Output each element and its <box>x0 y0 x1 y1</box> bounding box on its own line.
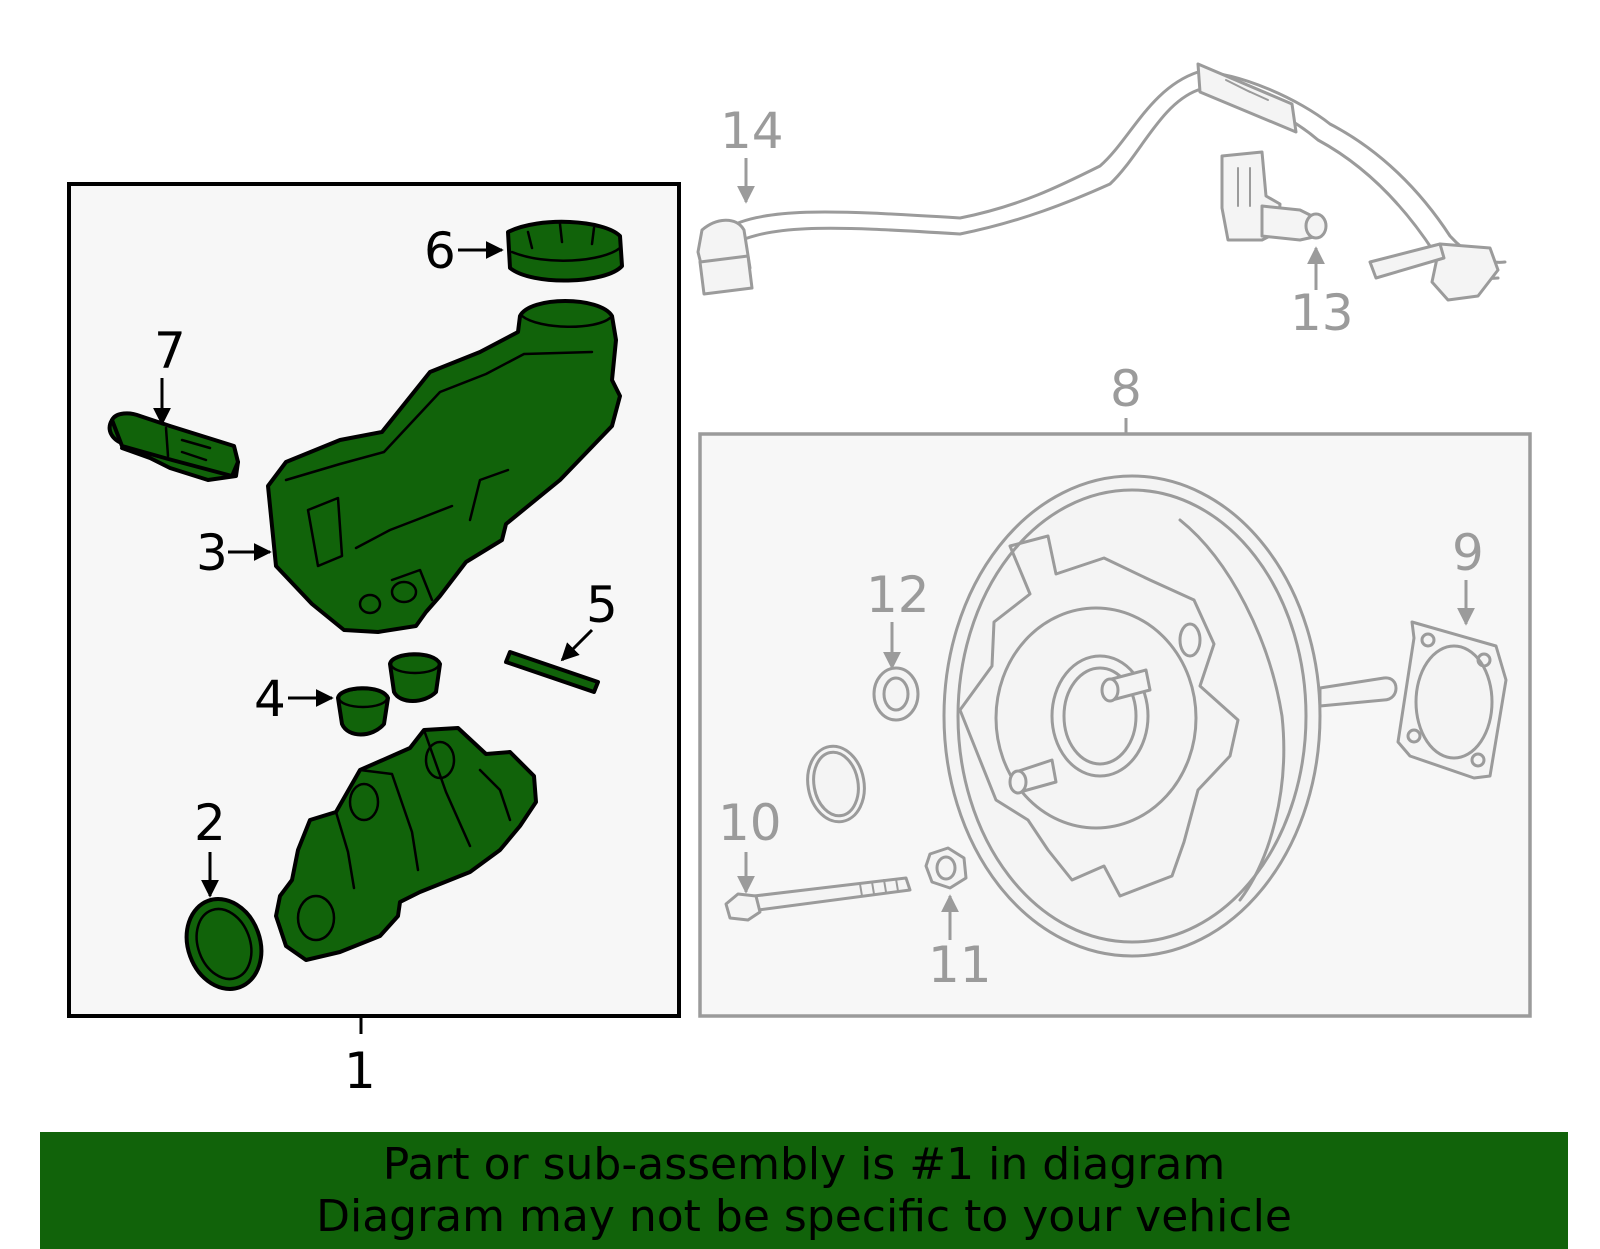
master-cylinder-body-part-1[interactable] <box>274 726 538 962</box>
callout-9: 9 <box>1452 524 1484 582</box>
callout-12: 12 <box>866 566 930 624</box>
info-banner: Part or sub-assembly is #1 in diagram Di… <box>40 1132 1568 1249</box>
seal-part-2[interactable] <box>174 888 273 999</box>
callout-10: 10 <box>718 794 782 852</box>
vacuum-hose-part-14[interactable] <box>696 62 1507 302</box>
callout-11: 11 <box>928 936 992 994</box>
callout-4: 4 <box>254 670 286 728</box>
callout-8: 8 <box>1110 360 1142 418</box>
brake-fluid-reservoir-part-3[interactable] <box>266 299 622 634</box>
leader-5 <box>560 628 594 662</box>
callout-2: 2 <box>194 794 226 852</box>
brake-booster-part-8[interactable] <box>942 474 1398 958</box>
callout-5: 5 <box>586 576 618 634</box>
reservoir-cap-part-6[interactable] <box>506 219 624 283</box>
callout-1: 1 <box>344 1042 376 1100</box>
callout-14: 14 <box>720 102 784 160</box>
banner-line-1: Part or sub-assembly is #1 in diagram <box>382 1138 1226 1190</box>
grommet-part-4b[interactable] <box>388 652 442 703</box>
callout-3: 3 <box>196 524 228 582</box>
gasket-part-9[interactable] <box>1396 620 1508 780</box>
callout-6: 6 <box>424 222 456 280</box>
fluid-level-sensor-part-7[interactable] <box>107 411 240 482</box>
bolt-part-10[interactable] <box>724 876 912 922</box>
grommet-part-4a[interactable] <box>336 686 390 737</box>
banner-line-2: Diagram may not be specific to your vehi… <box>316 1190 1292 1242</box>
o-ring[interactable] <box>802 742 870 827</box>
vacuum-sensor-part-13[interactable] <box>1220 150 1328 242</box>
callout-7: 7 <box>154 322 186 380</box>
nut-part-11[interactable] <box>924 846 968 890</box>
callout-13: 13 <box>1290 284 1354 342</box>
retaining-pin-part-5[interactable] <box>504 650 600 694</box>
bushing-part-12[interactable] <box>872 666 920 722</box>
